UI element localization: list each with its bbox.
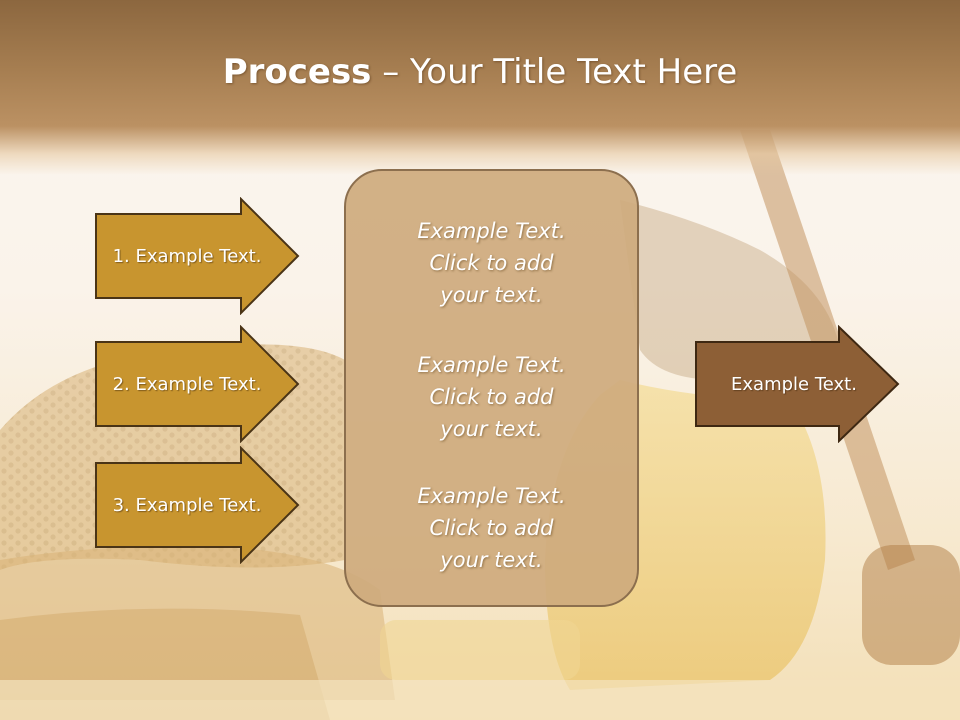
step-arrow-2-label: 2. Example Text. <box>112 373 262 395</box>
title-bold: Process <box>222 52 372 92</box>
step-arrow-1-label: 1. Example Text. <box>112 245 262 267</box>
center-block-1-line-2: Click to add <box>429 251 554 275</box>
center-text-block-1: Example Text. Click to add your text. <box>346 215 637 311</box>
result-arrow-label: Example Text. <box>731 373 857 395</box>
center-block-2-line-2: Click to add <box>429 385 554 409</box>
center-block-2-line-3: your text. <box>440 417 543 441</box>
center-block-1-line-1: Example Text. <box>417 219 566 243</box>
center-text-block-2: Example Text. Click to add your text. <box>346 349 637 445</box>
center-block-1-line-3: your text. <box>440 283 543 307</box>
step-arrow-3[interactable]: 3. Example Text. <box>94 446 300 564</box>
center-text-box[interactable]: Example Text. Click to add your text. Ex… <box>344 169 639 607</box>
center-block-3-line-3: your text. <box>440 548 543 572</box>
step-arrow-1[interactable]: 1. Example Text. <box>94 197 300 315</box>
result-arrow[interactable]: Example Text. <box>694 325 900 443</box>
center-text-block-3: Example Text. Click to add your text. <box>346 480 637 576</box>
step-arrow-2[interactable]: 2. Example Text. <box>94 325 300 443</box>
title-rest: – Your Title Text Here <box>371 52 738 92</box>
center-block-3-line-1: Example Text. <box>417 484 566 508</box>
title-band <box>0 0 960 175</box>
step-arrow-3-label: 3. Example Text. <box>112 494 262 516</box>
center-block-3-line-2: Click to add <box>429 516 554 540</box>
slide-title[interactable]: Process – Your Title Text Here <box>0 52 960 92</box>
center-block-2-line-1: Example Text. <box>417 353 566 377</box>
